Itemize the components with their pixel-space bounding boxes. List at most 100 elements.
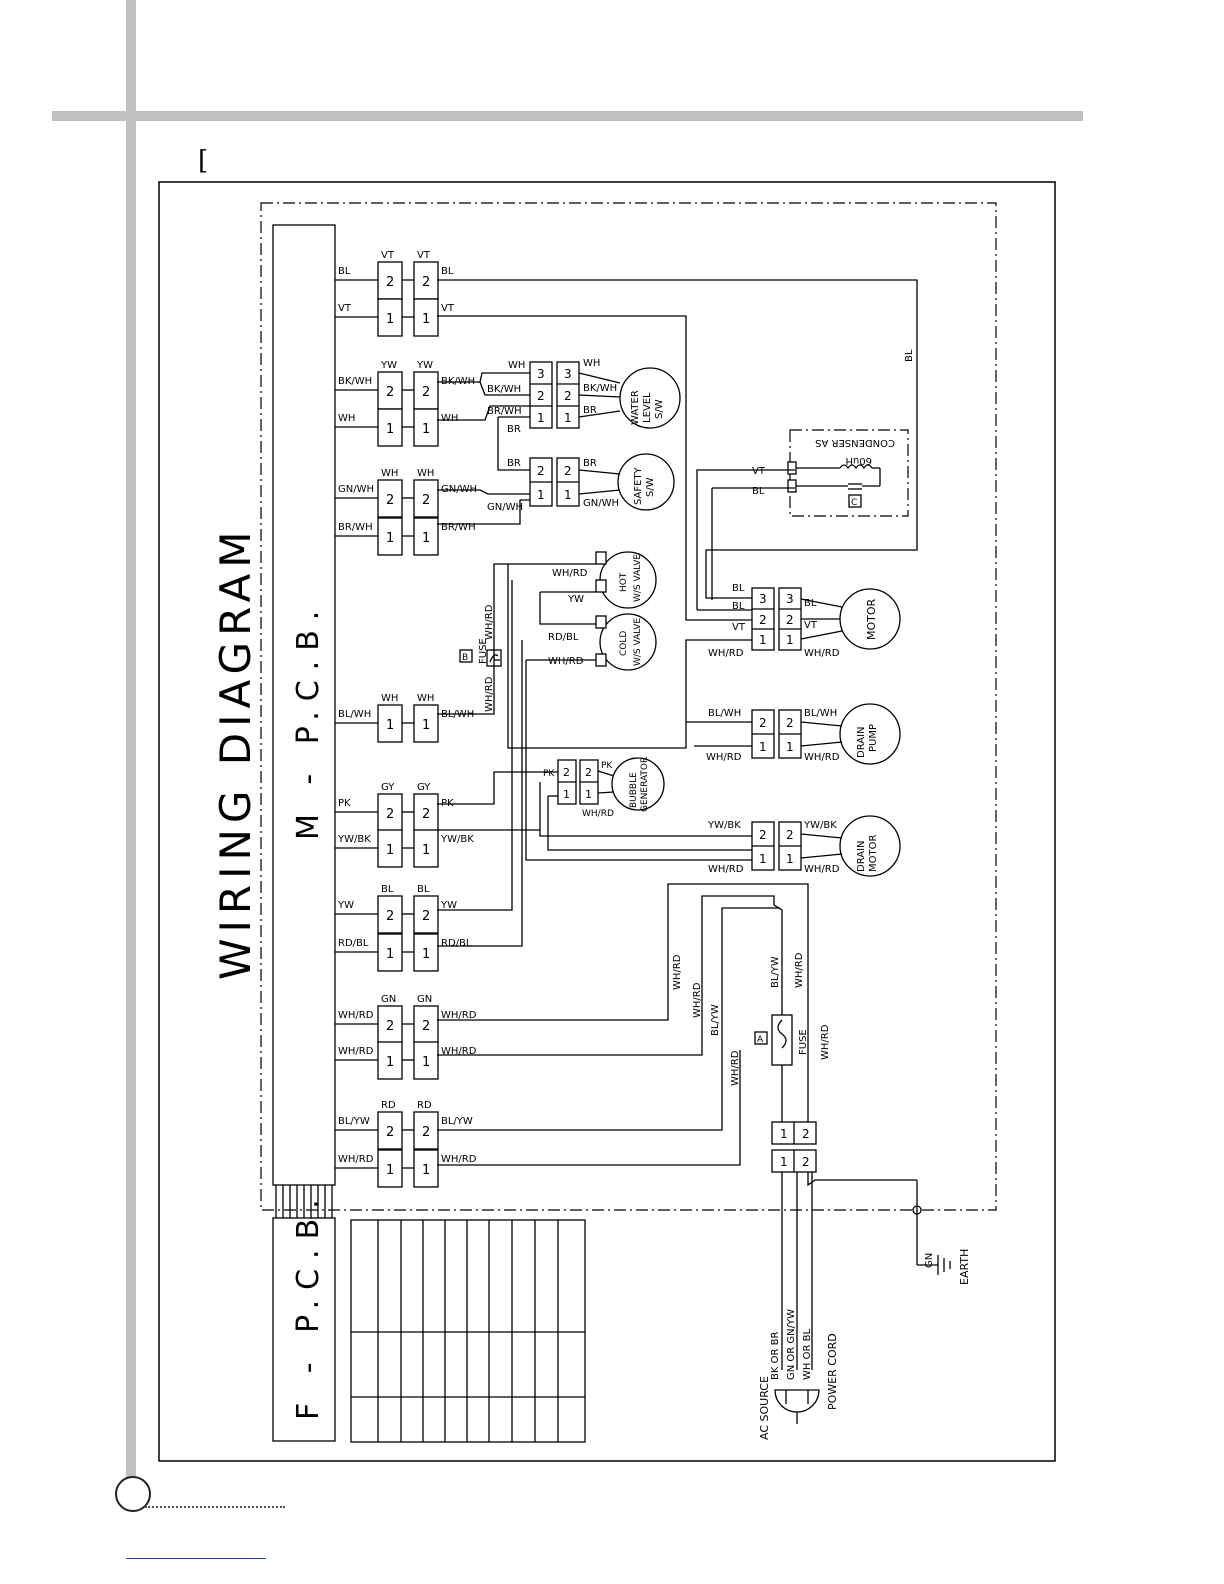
svg-text:WH: WH xyxy=(583,358,600,369)
svg-text:WH/RD: WH/RD xyxy=(708,864,744,875)
page-dotted-rule xyxy=(145,1506,285,1508)
wire-color-label: BR/WH xyxy=(441,522,476,533)
svg-text:GN/WH: GN/WH xyxy=(583,498,619,509)
main-pcb xyxy=(272,224,336,1186)
svg-text:2: 2 xyxy=(585,766,592,779)
svg-text:WH/RD: WH/RD xyxy=(552,568,588,579)
fuse-a: A FUSE xyxy=(754,1014,809,1066)
svg-text:BR: BR xyxy=(507,424,521,435)
connector-pin-number: 2 xyxy=(422,909,430,924)
connector-pin-number: 2 xyxy=(386,493,394,508)
svg-text:1: 1 xyxy=(780,1127,788,1141)
svg-text:WH/RD: WH/RD xyxy=(484,604,495,640)
connector-pin-number: 1 xyxy=(422,947,430,962)
svg-text:VT: VT xyxy=(804,620,818,631)
page-footer-rule xyxy=(126,1558,266,1559)
capacitor-tag: C xyxy=(851,498,857,508)
legend-table xyxy=(350,1219,586,1443)
hot-valve-label: HOT xyxy=(619,572,629,592)
connector-color-tag: BL xyxy=(417,884,430,895)
connector-pin-number: 1 xyxy=(422,531,430,546)
wire-color-label: VT xyxy=(338,303,352,314)
svg-text:2: 2 xyxy=(786,613,794,627)
svg-text:1: 1 xyxy=(759,740,767,754)
front-pcb xyxy=(272,1217,336,1442)
wire-color-label: WH xyxy=(338,413,355,424)
connector-pin-number: 1 xyxy=(386,1163,394,1178)
diagram-title: WIRING DIAGRAM xyxy=(211,525,260,980)
svg-text:VT: VT xyxy=(732,622,746,633)
connector-pin-box xyxy=(377,793,403,832)
svg-text:2: 2 xyxy=(759,613,767,627)
svg-text:YW/BK: YW/BK xyxy=(707,820,741,831)
wire-color-label: YW xyxy=(440,900,457,911)
connector-pin-number: 2 xyxy=(386,1125,394,1140)
svg-text:WH/RD: WH/RD xyxy=(692,982,703,1018)
connector-pin-number: 1 xyxy=(386,422,394,437)
svg-text:3: 3 xyxy=(759,592,767,606)
connector-color-tag: GN xyxy=(381,994,396,1005)
connector-color-tag: RD xyxy=(417,1100,432,1111)
cold-valve-label: COLD xyxy=(619,631,629,656)
wire-color-label: WH/RD xyxy=(441,1010,477,1021)
connector-pin-number: 1 xyxy=(386,531,394,546)
wires xyxy=(437,279,918,1370)
svg-text:1: 1 xyxy=(786,852,794,866)
svg-text:1: 1 xyxy=(537,411,545,425)
svg-text:2: 2 xyxy=(563,766,570,779)
wire-color-label: BL xyxy=(338,266,351,277)
svg-text:WH OR BL: WH OR BL xyxy=(802,1329,813,1380)
svg-text:BR/WH: BR/WH xyxy=(487,406,522,417)
appliance-enclosure xyxy=(260,202,997,1211)
svg-text:1: 1 xyxy=(585,788,592,801)
svg-text:2: 2 xyxy=(786,828,794,842)
svg-text:LEVEL: LEVEL xyxy=(642,392,653,423)
earth-ground: GN EARTH xyxy=(912,1180,971,1285)
svg-text:BL/YW: BL/YW xyxy=(710,1004,721,1036)
svg-text:GN/WH: GN/WH xyxy=(487,502,523,513)
hot-water-valve: HOT W/S VALVE WH/RD YW xyxy=(552,551,657,609)
connector-pin-box xyxy=(377,261,403,300)
page-number-circle xyxy=(115,1476,151,1512)
section-bracket: [ xyxy=(198,146,209,176)
svg-text:W/S VALVE: W/S VALVE xyxy=(633,618,643,666)
svg-text:YW: YW xyxy=(567,594,584,605)
svg-text:YW/BK: YW/BK xyxy=(803,820,837,831)
connector-pin-number: 1 xyxy=(386,1055,394,1070)
svg-text:WH/RD: WH/RD xyxy=(706,752,742,763)
wire-color-label: YW/BK xyxy=(337,834,371,845)
wire-color-label: RD/BL xyxy=(338,938,369,949)
svg-text:3: 3 xyxy=(564,367,572,381)
wire-color-label: BL/YW xyxy=(441,1116,473,1127)
wire-color-label: BL/WH xyxy=(338,709,371,720)
connector-pin-number: 2 xyxy=(422,1125,430,1140)
svg-text:WH/RD: WH/RD xyxy=(548,656,584,667)
svg-text:WH/RD: WH/RD xyxy=(582,809,614,819)
pcb-ribbon-cable xyxy=(275,1185,333,1218)
connector-pin-number: 1 xyxy=(386,718,394,733)
connector-pin-box xyxy=(413,408,439,447)
svg-text:2: 2 xyxy=(786,716,794,730)
page-margin-bar-vertical xyxy=(126,0,136,1500)
svg-text:WH/RD: WH/RD xyxy=(708,648,744,659)
connector-pin-number: 2 xyxy=(422,493,430,508)
fuse-b: B FUSE WH/RD WH/RD xyxy=(459,604,502,712)
svg-text:MOTOR: MOTOR xyxy=(868,835,879,872)
power-cord: AC SOURCE POWER CORD BK OR BR GN OR GN/Y… xyxy=(758,1309,839,1440)
connector-pin-box xyxy=(413,479,439,518)
fuse-b-tag: B xyxy=(462,653,468,663)
connector-color-tag: WH xyxy=(381,693,398,704)
wire-color-label: YW xyxy=(337,900,354,911)
svg-text:3: 3 xyxy=(537,367,545,381)
drain-pump-label: DRAIN xyxy=(856,726,867,758)
connector-color-tag: GY xyxy=(381,782,395,793)
fuse-a-label: FUSE xyxy=(798,1029,809,1055)
connector-color-tag: GY xyxy=(417,782,431,793)
svg-text:1: 1 xyxy=(786,740,794,754)
connector-pin-box xyxy=(413,517,439,556)
